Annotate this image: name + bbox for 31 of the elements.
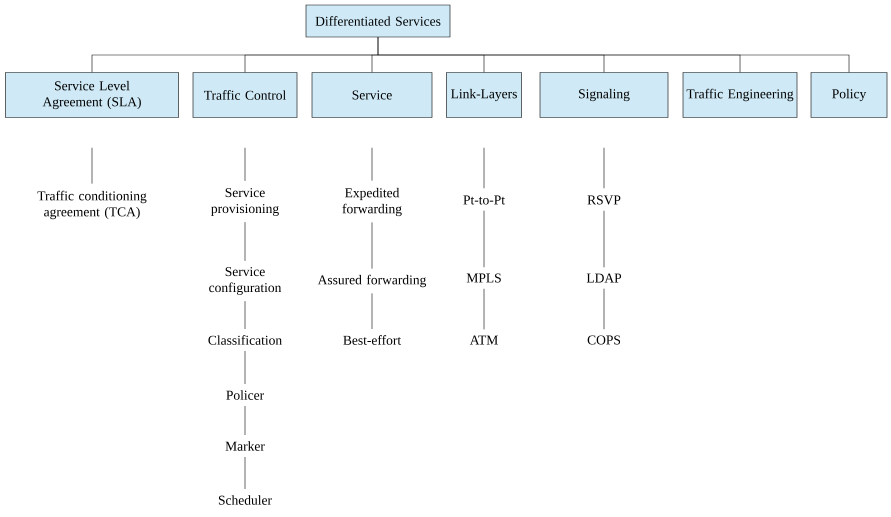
category-box: Link-Layers xyxy=(446,72,522,118)
item-text: Scheduler xyxy=(218,495,272,505)
item-text: COPS xyxy=(588,335,620,345)
category-box: Differentiated Services xyxy=(306,4,450,38)
connector-line xyxy=(244,300,246,330)
item-text: Best-effort xyxy=(343,335,402,345)
item-text: Service provisioning xyxy=(211,188,279,216)
category-box: Traffic Control xyxy=(192,72,298,118)
connector-line xyxy=(244,406,246,436)
item-text: Pt-to-Pt xyxy=(463,196,505,204)
item-text: ATM xyxy=(470,336,498,344)
item-text: Marker xyxy=(226,441,265,451)
item-text: MPLS xyxy=(466,273,501,283)
category-box: Service Level Agreement (SLA) xyxy=(5,72,179,118)
connector-line xyxy=(244,148,246,182)
item-text: Expedited forwarding xyxy=(342,188,402,216)
category-box: Service xyxy=(312,72,432,118)
category-box: Signaling xyxy=(540,72,668,118)
item-text: Classification xyxy=(208,335,282,345)
item-text: RSVP xyxy=(588,195,620,205)
item-text: Assured forwarding xyxy=(318,274,426,288)
item-text: Traffic conditioning agreement (TCA) xyxy=(38,190,146,220)
item-text: LDAP xyxy=(586,274,622,282)
connector-line xyxy=(244,222,246,262)
category-box: Traffic Engineering xyxy=(682,72,798,118)
connector-line xyxy=(244,456,246,490)
item-text: Policer xyxy=(226,390,264,400)
category-box: Policy xyxy=(810,72,888,118)
item-text: Service configuration xyxy=(209,267,282,295)
connector-line xyxy=(244,350,246,384)
connector-line xyxy=(378,37,850,72)
